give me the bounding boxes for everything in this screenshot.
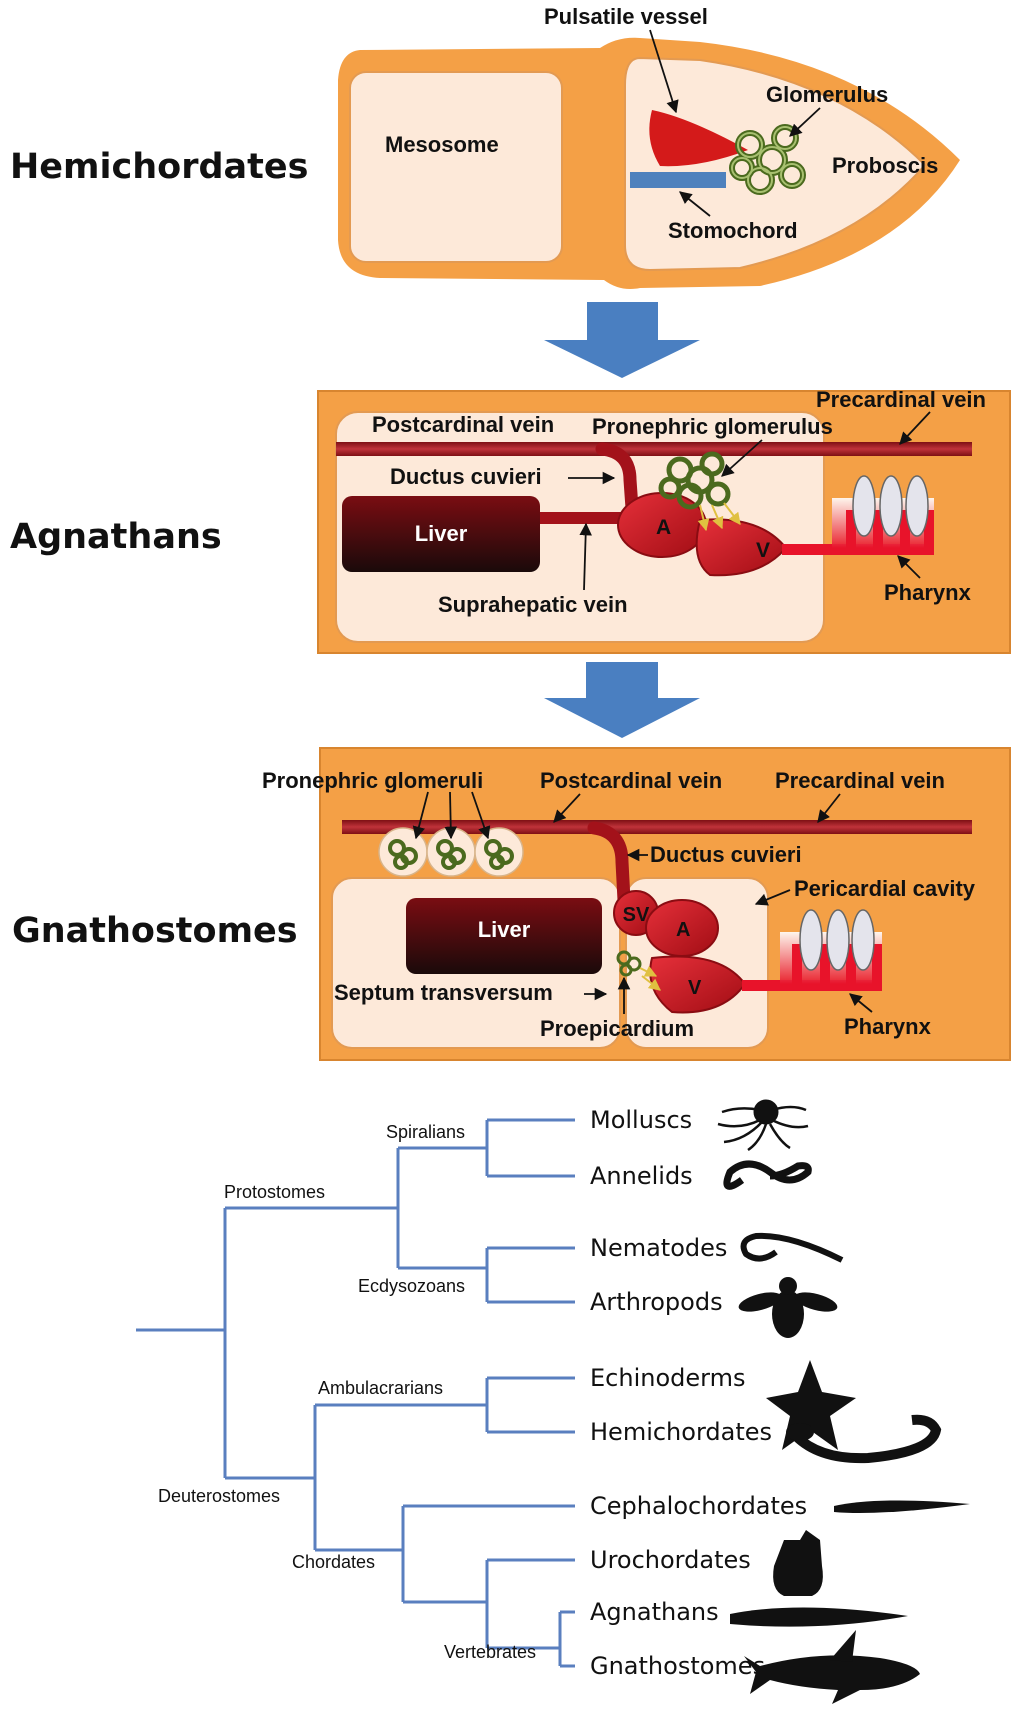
gnathostome-glomeruli-label: Pronephric glomeruli xyxy=(262,768,483,793)
gnathostome-panel: Gnathostomes Liver SV A V xyxy=(12,747,1011,1061)
taxon-arthropods: Arthropods xyxy=(590,1288,723,1316)
gnathostome-liver-label: Liver xyxy=(478,917,531,942)
gnathostome-pharynx-label: Pharynx xyxy=(844,1014,932,1039)
taxon-echinoderms: Echinoderms xyxy=(590,1364,745,1392)
taxon-annelids: Annelids xyxy=(590,1162,693,1190)
gnathostome-ductus-cuvieri xyxy=(587,821,631,907)
taxon-gnathostomes: Gnathostomes xyxy=(590,1652,765,1680)
fly-icon xyxy=(738,1277,838,1338)
octopus-icon xyxy=(717,1099,809,1152)
transition-arrow xyxy=(544,662,700,738)
mesosome-compartment xyxy=(349,71,563,263)
taxon-urochordates: Urochordates xyxy=(590,1546,751,1574)
agnathan-suprahepatic-label: Suprahepatic vein xyxy=(438,592,628,617)
agnathan-pronephric-glomerulus xyxy=(658,451,731,510)
gnathostome-pericardial-label: Pericardial cavity xyxy=(794,876,976,901)
gnathostome-liver xyxy=(406,898,602,974)
taxon-nematodes: Nematodes xyxy=(590,1234,727,1262)
gnathostome-septum-label: Septum transversum xyxy=(334,980,553,1005)
gnathostome-proepicardium xyxy=(616,950,642,977)
clade-chordates: Chordates xyxy=(292,1552,375,1572)
gnathostome-pronephric-glomeruli xyxy=(378,827,524,877)
agnathan-liver-label: Liver xyxy=(415,521,468,546)
gnathostome-cardinal-vein xyxy=(342,820,972,834)
worm-icon xyxy=(723,1160,812,1190)
agnathans-title: Agnathans xyxy=(10,517,222,557)
taxon-cephalochordates: Cephalochordates xyxy=(590,1492,807,1520)
question-arrow xyxy=(544,302,700,378)
gnathostome-precardinal-label: Precardinal vein xyxy=(775,768,945,793)
gnathostome-ventricle-label: V xyxy=(688,977,702,999)
proboscis-label: Proboscis xyxy=(832,153,938,178)
agnathan-precardinal-label: Precardinal vein xyxy=(816,387,986,412)
stomochord-label: Stomochord xyxy=(668,218,798,243)
agnathan-pharynx-label: Pharynx xyxy=(884,580,972,605)
glomerulus-label: Glomerulus xyxy=(766,82,888,107)
taxon-hemichordates: Hemichordates xyxy=(590,1418,772,1446)
lancelet-icon xyxy=(834,1500,970,1513)
clade-deuterostomes: Deuterostomes xyxy=(158,1486,280,1506)
agnathan-liver xyxy=(342,496,540,572)
gnathostome-proepicardium-label: Proepicardium xyxy=(540,1016,694,1041)
agnathan-ventricle-label: V xyxy=(756,539,770,562)
agnathan-ventricle xyxy=(695,518,788,577)
shark-icon xyxy=(744,1630,920,1704)
agnathan-atrium-label: A xyxy=(656,516,671,539)
gnathostome-atrium-label: A xyxy=(676,919,690,941)
gnathostome-postcardinal-label: Postcardinal vein xyxy=(540,768,722,793)
mesosome-label: Mesosome xyxy=(385,132,499,157)
taxon-agnathans: Agnathans xyxy=(590,1598,719,1626)
pulsatile-vessel xyxy=(649,110,748,167)
agnathan-suprahepatic-vein xyxy=(540,512,624,524)
hemichordates-title: Hemichordates xyxy=(10,147,308,187)
stomochord xyxy=(630,172,726,188)
pulsatile-vessel-label: Pulsatile vessel xyxy=(544,4,708,29)
agnathan-postcardinal-label: Postcardinal vein xyxy=(372,412,554,437)
nematode-icon xyxy=(740,1232,844,1263)
agnathan-ductus-label: Ductus cuvieri xyxy=(390,464,542,489)
phylogenetic-tree: Spiralians Protostomes Ecdysozoans Ambul… xyxy=(136,1099,970,1704)
gnathostome-ductus-label: Ductus cuvieri xyxy=(650,842,802,867)
clade-protostomes: Protostomes xyxy=(224,1182,325,1202)
gnathostome-sv-label: SV xyxy=(623,904,650,926)
proboscis-compartment xyxy=(624,56,927,272)
agnathan-ductus-cuvieri xyxy=(595,442,639,515)
taxon-molluscs: Molluscs xyxy=(590,1106,692,1134)
lamprey-icon xyxy=(730,1607,908,1627)
agnathan-cardinal-vein xyxy=(336,442,972,456)
clade-ecdysozoans: Ecdysozoans xyxy=(358,1276,465,1296)
gnathostomes-title: Gnathostomes xyxy=(12,911,298,951)
hemichordate-panel: Hemichordates Mesosome Proboscis Pulsat xyxy=(10,4,960,289)
sea-squirt-icon xyxy=(773,1530,823,1596)
agnathan-panel: Agnathans Liver A V xyxy=(10,387,1011,654)
gnathostome-pharynx xyxy=(780,909,882,988)
clade-ambulacrarians: Ambulacrarians xyxy=(318,1378,443,1398)
agnathan-pharynx xyxy=(832,475,934,550)
agnathan-pronephric-label: Pronephric glomerulus xyxy=(592,414,833,439)
clade-spiralians: Spiralians xyxy=(386,1122,465,1142)
clade-vertebrates: Vertebrates xyxy=(444,1642,536,1662)
acorn-worm-icon xyxy=(786,1414,942,1464)
